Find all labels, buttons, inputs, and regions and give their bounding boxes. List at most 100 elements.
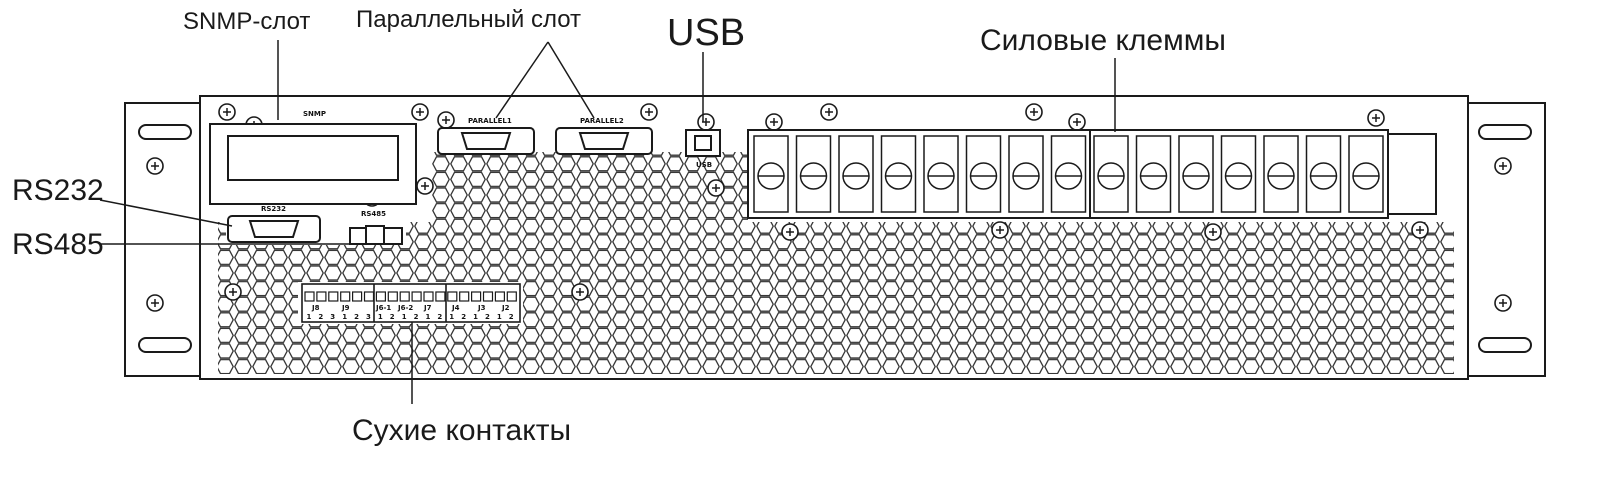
usb-port — [685, 129, 721, 157]
pin-socket-icon — [387, 291, 398, 302]
pin-socket-icon — [399, 291, 410, 302]
pin-number: 2 — [390, 313, 395, 321]
left-rack-ear — [124, 102, 206, 377]
screw-icon — [1411, 221, 1429, 239]
pin-number: 1 — [378, 313, 383, 321]
pin-number: 3 — [330, 313, 335, 321]
pin-number: 3 — [366, 313, 371, 321]
screw-icon — [1204, 223, 1222, 241]
terminal-icon — [1008, 135, 1044, 213]
parallel-port-2 — [555, 127, 653, 155]
pin-number: 2 — [509, 313, 514, 321]
screw-icon — [1494, 294, 1512, 312]
pin-number: 1 — [307, 313, 312, 321]
terminal-icon — [1093, 135, 1129, 213]
terminal-icon — [795, 135, 832, 213]
pin-socket-icon — [340, 291, 351, 302]
pin-socket-icon — [447, 291, 458, 302]
pin-socket-icon — [482, 291, 494, 302]
callout-power-terminals: Силовые клеммы — [980, 24, 1226, 57]
terminal-icon — [753, 135, 789, 213]
pin-socket-icon — [352, 291, 363, 302]
terminal-icon — [1305, 135, 1342, 213]
pin-socket-icon — [471, 291, 482, 302]
screw-icon — [1367, 109, 1385, 127]
callout-parallel-slot: Параллельный слот — [356, 6, 582, 33]
callout-rs485: RS485 — [12, 228, 104, 261]
parallel-port-1 — [437, 127, 535, 155]
panel-label-rs232: RS232 — [261, 205, 286, 213]
screw-icon — [416, 177, 434, 195]
terminal-icon — [1348, 135, 1384, 213]
panel-label-parallel1: PARALLEL1 — [468, 117, 512, 125]
screw-icon — [218, 103, 236, 121]
screw-icon — [640, 103, 658, 121]
pin-socket-icon — [304, 291, 315, 302]
leader-lines — [99, 40, 1116, 404]
terminal-icon — [1220, 135, 1257, 213]
screw-icon — [1025, 103, 1043, 121]
connector-label: J7 — [423, 304, 432, 312]
pin-socket-icon — [411, 291, 422, 302]
pin-socket-icon — [375, 291, 386, 302]
terminal-icon — [1178, 135, 1214, 213]
pin-number: 2 — [485, 313, 490, 321]
pin-socket-icon — [328, 291, 339, 302]
screw-icon — [991, 221, 1009, 239]
screw-icon — [437, 111, 455, 129]
screw-icon — [146, 157, 164, 175]
rs485-port — [349, 225, 403, 245]
callout-snmp-slot: SNMP-слот — [183, 8, 311, 35]
terminal-icon — [880, 135, 917, 213]
screw-icon — [571, 283, 589, 301]
panel-label-snmp: SNMP — [303, 110, 326, 118]
callout-dry-contacts: Сухие контакты — [352, 414, 572, 447]
callout-rs232: RS232 — [12, 174, 104, 207]
power-terminals — [753, 135, 1384, 213]
connector-label: J3 — [477, 304, 486, 312]
pin-socket-icon — [506, 291, 517, 302]
panel-label-rs485: RS485 — [361, 210, 386, 218]
pin-number: 1 — [342, 313, 347, 321]
pin-number: 1 — [473, 313, 478, 321]
panel-label-parallel2: PARALLEL2 — [580, 117, 624, 125]
dry-contacts-block — [301, 283, 521, 323]
screw-icon — [820, 103, 838, 121]
pin-number: 2 — [354, 313, 359, 321]
screws — [146, 103, 1512, 312]
panel-label-usb: USB — [696, 161, 712, 169]
pin-number: 2 — [414, 313, 419, 321]
pin-socket-icon — [435, 291, 446, 302]
pin-socket-icon — [423, 291, 434, 302]
pin-socket-icon — [459, 291, 470, 302]
screw-icon — [1494, 157, 1512, 175]
terminal-icon — [1050, 135, 1087, 213]
pin-number: 1 — [449, 313, 454, 321]
rs232-port — [227, 215, 321, 243]
screw-icon — [697, 113, 715, 131]
pin-socket-icon — [363, 291, 375, 302]
pin-number: 1 — [402, 313, 407, 321]
screw-icon — [707, 179, 725, 197]
connector-label: J9 — [341, 304, 350, 312]
snmp-slot — [209, 123, 417, 205]
screw-icon — [781, 223, 799, 241]
terminal-icon — [838, 135, 874, 213]
connector-label: J6-1 — [375, 304, 391, 312]
screw-icon — [765, 113, 783, 131]
pin-number: 1 — [497, 313, 502, 321]
connector-label: J4 — [451, 304, 460, 312]
pin-number: 1 — [426, 313, 431, 321]
screw-icon — [1068, 113, 1086, 131]
pin-number: 2 — [318, 313, 323, 321]
terminal-icon — [1135, 135, 1172, 213]
connector-label: J8 — [311, 304, 320, 312]
terminal-icon — [1263, 135, 1299, 213]
pin-socket-icon — [494, 291, 505, 302]
right-rack-ear — [1464, 102, 1546, 377]
connector-label: J2 — [501, 304, 510, 312]
terminal-icon — [965, 135, 1002, 213]
connector-label: J6-2 — [397, 304, 413, 312]
